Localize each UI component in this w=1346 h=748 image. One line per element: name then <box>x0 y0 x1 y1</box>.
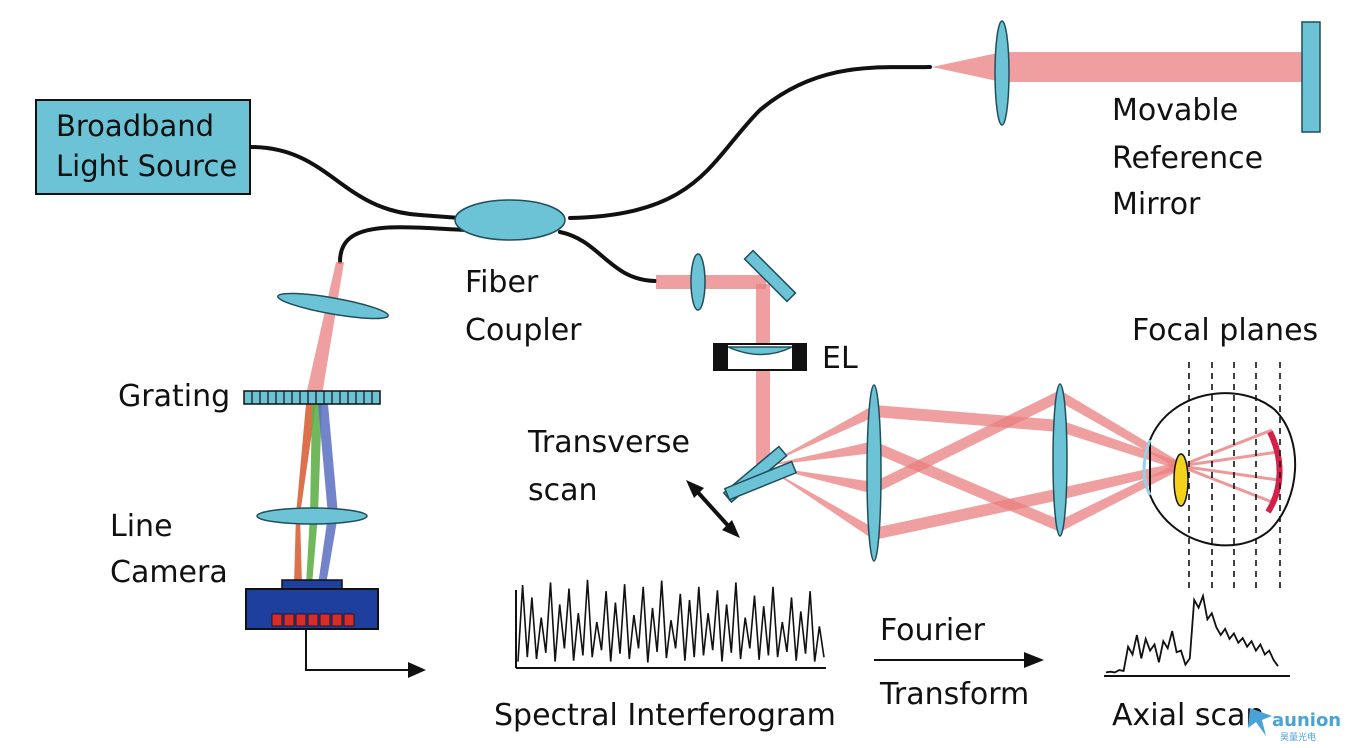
grating-label: Grating <box>118 379 230 414</box>
fiber-source <box>248 145 462 220</box>
axial-scan-plot <box>1104 592 1290 677</box>
watermark-name: aunion <box>1272 710 1341 731</box>
spectrum-green <box>306 404 322 585</box>
sample-beam-horizontal <box>656 275 766 289</box>
el-label: EL <box>822 341 858 376</box>
fiber-detector <box>338 225 467 264</box>
watermark-logo: aunion 昊量光电 <box>1248 708 1341 743</box>
fiber-reference <box>568 65 932 220</box>
eye-lens <box>1173 453 1189 507</box>
watermark-icon <box>1248 708 1272 736</box>
scan-beams <box>764 390 1279 540</box>
focal-planes <box>1188 362 1281 590</box>
axial-scan-trace <box>1105 592 1279 674</box>
relay-lens-1 <box>866 384 882 562</box>
detector-lens-1 <box>277 292 389 320</box>
reference-lens <box>994 20 1010 126</box>
relay-lens-2 <box>1052 383 1068 537</box>
fourier-arrow <box>874 652 1044 668</box>
camera-pixels <box>271 613 355 627</box>
focal-planes-label: Focal planes <box>1132 313 1318 348</box>
mirror-label-2: Reference <box>1112 141 1263 176</box>
el-housing-left <box>714 344 728 370</box>
detector-beam <box>306 262 344 395</box>
collimator-lens <box>690 253 706 311</box>
camera-label-1: Line <box>110 509 173 544</box>
fiber-coupler-label-2: Coupler <box>465 313 582 348</box>
reference-beam <box>1002 52 1304 82</box>
fiber-coupler <box>454 199 566 241</box>
reference-mirror <box>1301 21 1321 133</box>
el-lens <box>727 346 793 356</box>
spectrum-red <box>294 404 316 585</box>
cornea <box>1142 439 1152 496</box>
galvo-scanner <box>722 445 798 504</box>
camera-output-arrow <box>305 630 426 678</box>
fourier-label-1: Fourier <box>880 613 986 648</box>
light-source-label-2: Light Source <box>56 149 237 183</box>
light-source-label-1: Broadband <box>56 109 214 143</box>
fourier-label-2: Transform <box>879 677 1029 712</box>
fiber-coupler-label-1: Fiber <box>465 265 539 300</box>
axial-scan-label: Axial scan <box>1112 698 1264 733</box>
fiber-sample <box>558 230 657 283</box>
sample-beam-vertical <box>756 284 770 464</box>
mirror-label-3: Mirror <box>1112 187 1201 222</box>
transverse-scan-label-1: Transverse <box>527 425 690 460</box>
detector-lens-2 <box>256 507 368 525</box>
fold-mirror <box>743 249 797 303</box>
transverse-scan-arrow <box>686 480 740 538</box>
watermark-sub: 昊量光电 <box>1280 731 1316 743</box>
interferogram-label: Spectral Interferogram <box>494 698 836 733</box>
interferogram-plot <box>515 579 826 669</box>
mirror-label-1: Movable <box>1112 93 1238 128</box>
grating-rulings <box>251 391 373 404</box>
spectrum-blue <box>318 404 338 585</box>
el-housing-right <box>792 344 806 370</box>
transverse-scan-label-2: scan <box>528 473 598 508</box>
light-source-box <box>35 99 251 195</box>
grating <box>243 390 381 405</box>
interferogram-trace <box>517 579 825 663</box>
reference-beam-cone <box>932 52 1002 82</box>
camera-label-2: Camera <box>110 555 228 590</box>
